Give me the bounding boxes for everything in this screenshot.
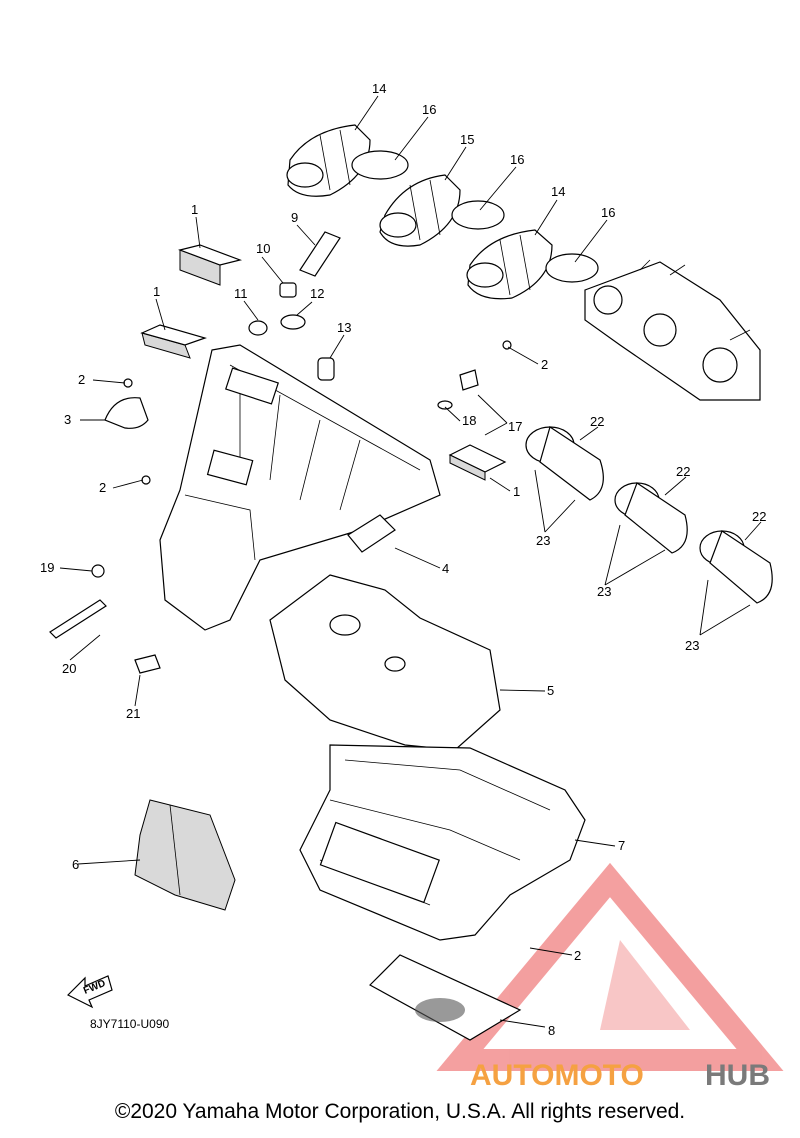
watermark-text-a: AUTOMOTO — [470, 1059, 644, 1092]
diagram-code: 8JY7110-U090 — [90, 1017, 170, 1031]
callout-14b: 14 — [551, 184, 565, 199]
callout-18: 18 — [462, 413, 476, 428]
collar-13 — [317, 357, 335, 381]
callout-16c: 16 — [601, 205, 615, 220]
rivet-19 — [91, 564, 105, 578]
watermark-logo — [436, 862, 784, 1071]
leader-lines — [59, 95, 762, 1028]
fwd-arrow-icon: FWD — [66, 975, 113, 1009]
watermark-text-b: HUB — [705, 1059, 770, 1092]
callout-2a: 2 — [78, 372, 85, 387]
callout-12: 12 — [310, 286, 324, 301]
callout-14a: 14 — [372, 81, 386, 96]
callout-2b: 2 — [541, 357, 548, 372]
intake-funnel-15 — [379, 174, 461, 247]
sponge-pad-1a — [177, 244, 243, 286]
callout-21: 21 — [126, 706, 140, 721]
air-cleaner-case-upper — [159, 344, 441, 631]
callout-11: 11 — [234, 286, 248, 301]
collar-11 — [248, 320, 268, 336]
callout-22a: 22 — [590, 414, 604, 429]
callout-labels: 14 16 15 16 14 16 9 1 10 11 12 1 13 2 2 … — [40, 81, 766, 1038]
joint-22b — [614, 482, 688, 554]
bolt-17 — [459, 369, 479, 391]
callout-2c: 2 — [99, 480, 106, 495]
screw-2c — [502, 340, 512, 350]
callout-7: 7 — [618, 838, 625, 853]
callout-3: 3 — [64, 412, 71, 427]
callout-1b: 1 — [153, 284, 160, 299]
element-6 — [134, 799, 236, 911]
callout-10: 10 — [256, 241, 270, 256]
copyright-notice: ©2020 Yamaha Motor Corporation, U.S.A. A… — [114, 1100, 686, 1123]
clamp-16a — [351, 150, 409, 180]
callout-4: 4 — [442, 561, 449, 576]
sponge-pad-4 — [347, 514, 396, 553]
nut-21 — [134, 654, 161, 674]
element-sealing-5 — [269, 574, 501, 751]
grommet-10 — [279, 282, 297, 298]
callout-23a: 23 — [536, 533, 550, 548]
callout-19: 19 — [40, 560, 54, 575]
callout-13: 13 — [337, 320, 351, 335]
callout-16a: 16 — [422, 102, 436, 117]
sponge-pad-1c — [448, 444, 507, 481]
clamp-16b — [451, 200, 505, 230]
mesh-8 — [369, 954, 522, 1041]
callout-16b: 16 — [510, 152, 524, 167]
callout-2d: 2 — [574, 948, 581, 963]
callout-15: 15 — [460, 132, 474, 147]
callout-23b: 23 — [597, 584, 611, 599]
callout-1c: 1 — [513, 484, 520, 499]
bracket-3 — [104, 397, 149, 429]
callout-22c: 22 — [752, 509, 766, 524]
intake-funnel-14a — [286, 124, 371, 197]
callout-8: 8 — [548, 1023, 555, 1038]
o-ring-18 — [437, 400, 453, 410]
callout-9: 9 — [291, 210, 298, 225]
clamp-16c — [545, 253, 599, 283]
screw-2a — [123, 378, 133, 388]
screw-2b — [141, 475, 151, 485]
joint-22a — [525, 426, 604, 501]
intake-funnel-14b — [466, 229, 553, 300]
callout-23c: 23 — [685, 638, 699, 653]
callout-17: 17 — [508, 419, 522, 434]
callout-1a: 1 — [191, 202, 198, 217]
air-cleaner-case-lower-7 — [299, 744, 586, 941]
callout-22b: 22 — [676, 464, 690, 479]
strap-20 — [49, 599, 107, 639]
throttle-body — [584, 259, 761, 401]
sponge-pad-1b — [140, 324, 207, 359]
callout-20: 20 — [62, 661, 76, 676]
callout-6: 6 — [72, 857, 79, 872]
joint-22c — [699, 530, 773, 604]
sponge-pad-9 — [299, 231, 341, 277]
grommet-12 — [280, 314, 306, 330]
callout-5: 5 — [547, 683, 554, 698]
